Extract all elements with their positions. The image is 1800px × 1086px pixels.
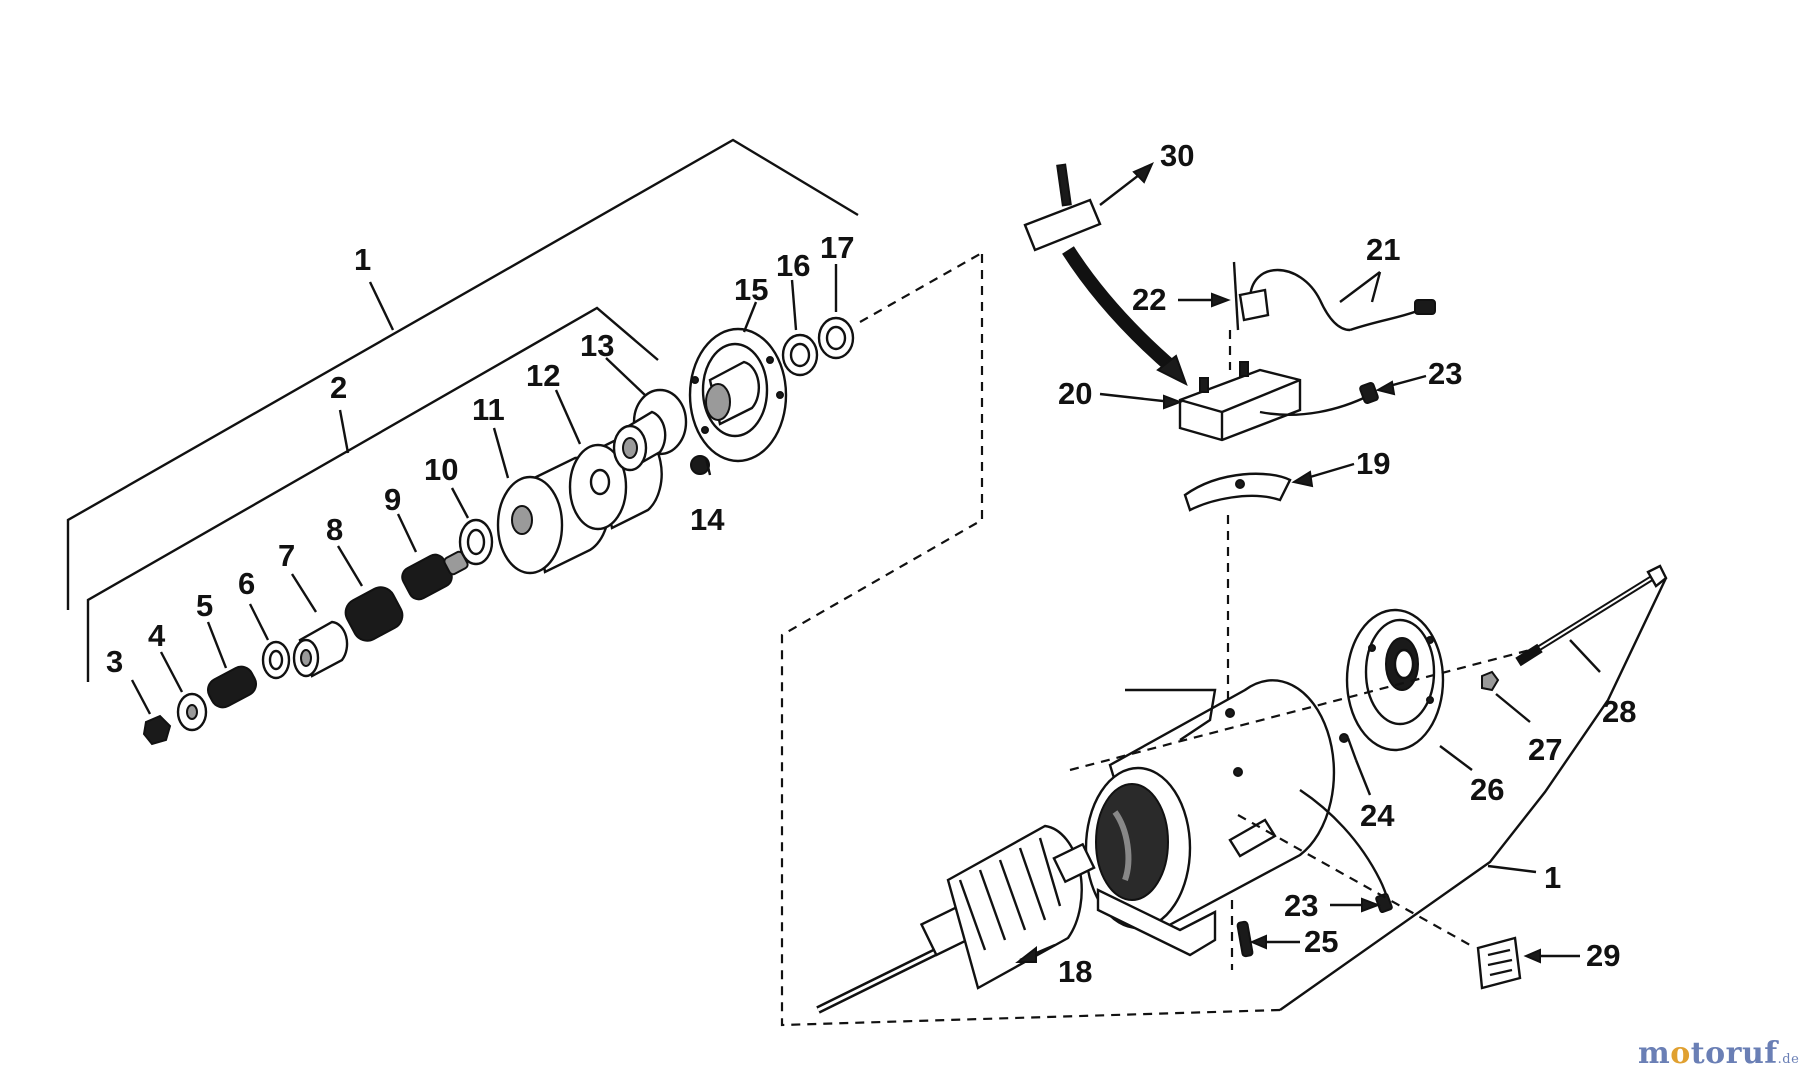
callout-3: 3	[106, 644, 123, 679]
part-13-bushing	[605, 357, 688, 472]
callout-6: 6	[238, 566, 255, 601]
part-3-nut	[130, 679, 172, 746]
part-19-plate	[1183, 462, 1355, 512]
part-29-label	[1476, 936, 1580, 990]
callout-17: 17	[820, 230, 854, 265]
part-24-screw	[1339, 733, 1372, 796]
part-9-drive	[396, 513, 469, 601]
callout-26: 26	[1470, 772, 1504, 807]
callout-28: 28	[1602, 694, 1636, 729]
part-14-nut	[690, 455, 712, 476]
part-8-pinion-gear	[336, 545, 404, 642]
part-7-sleeve	[290, 573, 349, 678]
callout-13: 13	[580, 328, 614, 363]
part-28-through-bolt	[1515, 564, 1668, 673]
callout-12: 12	[526, 358, 560, 393]
callout-4: 4	[148, 618, 166, 653]
callout-23-lower: 23	[1284, 888, 1318, 923]
assembly-bracket-2	[86, 306, 659, 682]
callout-14: 14	[690, 502, 725, 537]
part-16-washer	[781, 279, 819, 377]
callout-25: 25	[1304, 924, 1338, 959]
callout-24: 24	[1360, 798, 1395, 833]
callout-27: 27	[1528, 732, 1562, 767]
switch-connection-arrow	[1062, 246, 1188, 387]
callout-20: 20	[1058, 376, 1092, 411]
part-18-armature	[816, 824, 1096, 1014]
motoruf-watermark: motoruf.de	[1638, 1036, 1800, 1071]
callout-18: 18	[1058, 954, 1092, 989]
part-20-box	[1099, 361, 1302, 442]
callout-8: 8	[326, 512, 343, 547]
part-6-washer	[248, 603, 291, 680]
part-5-spring	[206, 621, 258, 709]
callout-7: 7	[278, 538, 295, 573]
callout-1-lower: 1	[1544, 860, 1561, 895]
callout-30: 30	[1160, 138, 1194, 173]
callout-16: 16	[776, 248, 810, 283]
part-10-washer	[450, 487, 494, 566]
callout-11: 11	[472, 392, 505, 427]
callout-2: 2	[330, 370, 347, 405]
part-23-connector-bottom	[1330, 892, 1393, 914]
part-30-switch	[1023, 162, 1154, 252]
part-22-screw	[1178, 261, 1240, 331]
callout-10: 10	[424, 452, 458, 487]
callout-23-upper: 23	[1428, 356, 1462, 391]
assembly-dashed-outline	[780, 254, 1281, 1027]
part-21-cord	[1238, 268, 1436, 332]
part-25-screw	[1230, 900, 1300, 970]
part-23-connector-top	[1259, 374, 1427, 416]
callout-15: 15	[734, 272, 768, 307]
part-17-washer	[817, 264, 855, 360]
callout-5: 5	[196, 588, 213, 623]
motor-housing	[1084, 679, 1336, 957]
part-15-end-plate	[688, 301, 788, 463]
callout-19: 19	[1356, 446, 1390, 481]
assembly-bracket-1	[66, 138, 859, 610]
callout-9: 9	[384, 482, 401, 517]
callout-1-upper: 1	[354, 242, 371, 277]
callout-21: 21	[1366, 232, 1400, 267]
assembly-bracket-1-lower	[1279, 577, 1668, 1011]
part-4-washer	[159, 651, 208, 732]
part-26-end-plate	[1345, 608, 1473, 771]
callout-22: 22	[1132, 282, 1166, 317]
callout-29: 29	[1586, 938, 1620, 973]
part-27-washer	[1481, 670, 1531, 723]
